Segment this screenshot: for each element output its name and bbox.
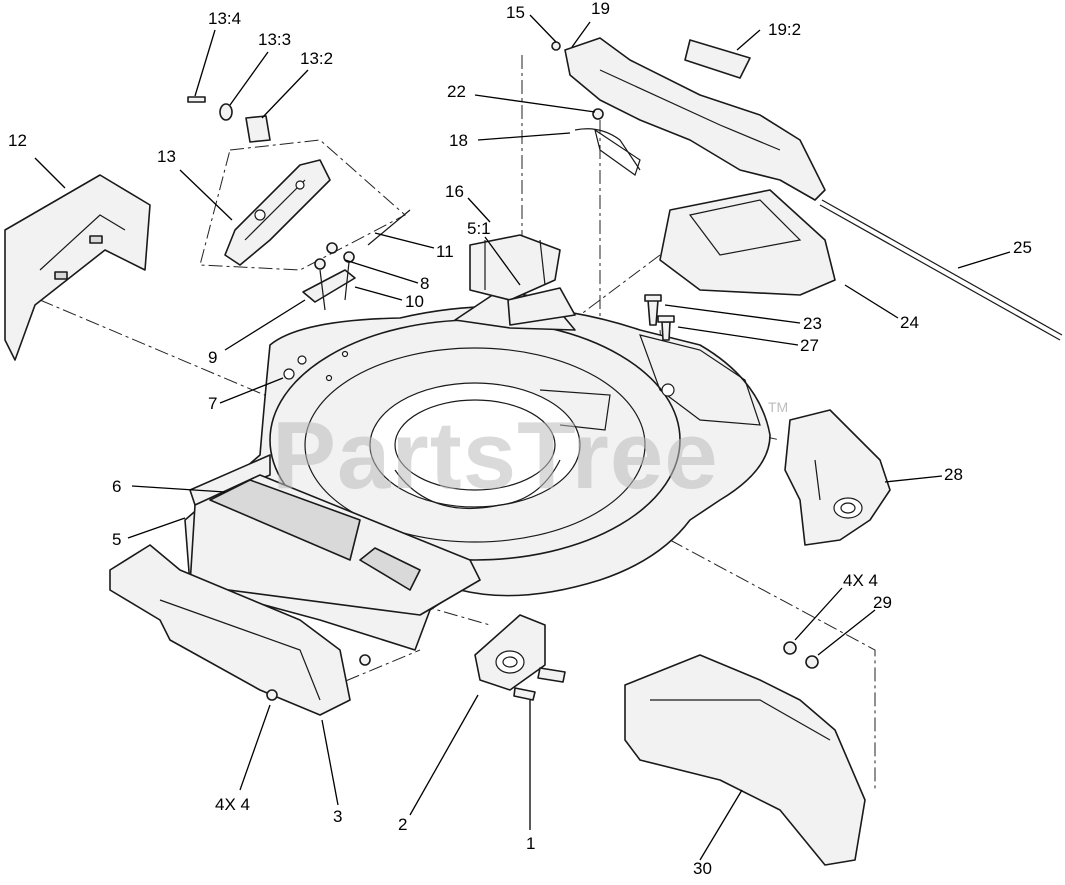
mower-deck bbox=[184, 289, 771, 651]
callout-16: 16 bbox=[445, 182, 464, 201]
callout-10: 10 bbox=[405, 292, 424, 311]
hardware-13-sub bbox=[187, 96, 271, 143]
callout-25: 25 bbox=[1013, 238, 1032, 257]
callout-7: 7 bbox=[208, 394, 217, 413]
callout-22: 22 bbox=[447, 82, 466, 101]
callout-27: 27 bbox=[800, 336, 819, 355]
callout-18: 18 bbox=[449, 131, 468, 150]
chute-part-24 bbox=[659, 189, 836, 296]
callout-13-4: 13:4 bbox=[208, 9, 241, 28]
rear-guard-part-30 bbox=[624, 641, 866, 866]
wheel-bracket-part-2 bbox=[474, 614, 566, 701]
bolts-23-27 bbox=[644, 294, 675, 341]
control-bar-part-19 bbox=[551, 37, 826, 201]
callout-12: 12 bbox=[8, 131, 27, 150]
wheel-bracket-part-28 bbox=[784, 409, 891, 546]
assembly-lines bbox=[39, 55, 876, 790]
deck-hardware bbox=[283, 350, 675, 397]
spring-part-18 bbox=[574, 108, 641, 176]
callout-13-2: 13:2 bbox=[300, 49, 333, 68]
handle-bracket-part-13 bbox=[224, 159, 331, 266]
callout-13: 13 bbox=[157, 147, 176, 166]
callout-labels: 13:4 13:3 13:2 12 13 15 19 19:2 22 18 16… bbox=[8, 0, 1032, 878]
parts-8-10-11 bbox=[302, 209, 411, 311]
callout-4x4-right: 4X 4 bbox=[843, 571, 878, 590]
callout-5: 5 bbox=[112, 530, 121, 549]
callout-8: 8 bbox=[420, 274, 429, 293]
callout-1: 1 bbox=[526, 834, 535, 853]
front-bracket-part-3 bbox=[109, 544, 371, 716]
callout-9: 9 bbox=[208, 348, 217, 367]
rear-flap-part-12 bbox=[4, 174, 151, 361]
callout-3: 3 bbox=[333, 807, 342, 826]
rod-part-25 bbox=[819, 199, 1063, 341]
callout-6: 6 bbox=[112, 477, 121, 496]
callout-24: 24 bbox=[900, 313, 919, 332]
callout-19-2: 19:2 bbox=[768, 20, 801, 39]
callout-23: 23 bbox=[803, 314, 822, 333]
leader-lines bbox=[34, 14, 1011, 861]
callout-5-1: 5:1 bbox=[467, 219, 491, 238]
callout-4x4-left: 4X 4 bbox=[215, 795, 250, 814]
callout-15: 15 bbox=[506, 3, 525, 22]
callout-13-3: 13:3 bbox=[258, 30, 291, 49]
callout-11: 11 bbox=[436, 242, 454, 261]
callout-30: 30 bbox=[693, 859, 712, 878]
callout-29: 29 bbox=[873, 593, 892, 612]
bracket-part-16 bbox=[469, 234, 576, 326]
watermark-text: PartsTree bbox=[272, 402, 719, 509]
watermark: PartsTree TM bbox=[272, 399, 788, 509]
callout-19: 19 bbox=[591, 0, 610, 18]
watermark-trademark: TM bbox=[768, 399, 788, 415]
callout-28: 28 bbox=[944, 465, 963, 484]
callout-2: 2 bbox=[398, 815, 407, 834]
